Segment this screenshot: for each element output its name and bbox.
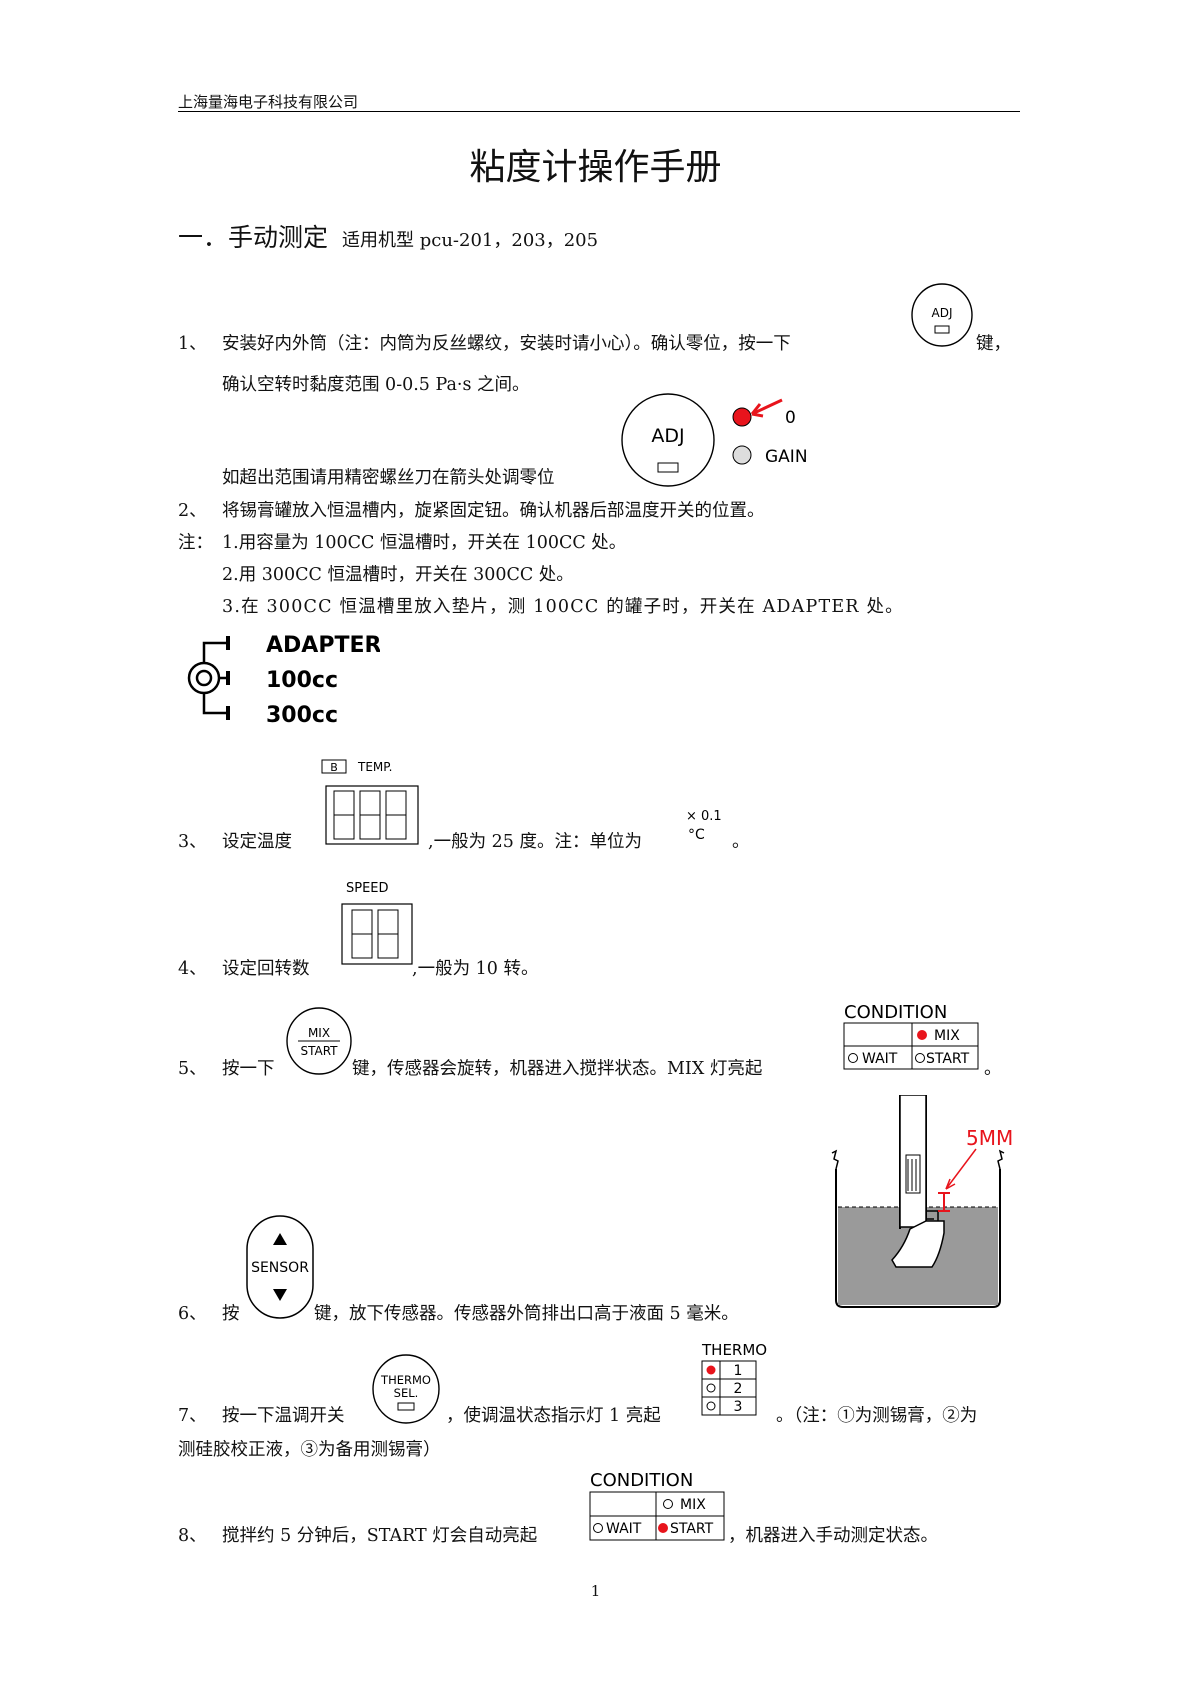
step-1-number: 1、 [178, 334, 207, 354]
unit-celsius: °C [688, 827, 705, 843]
step-5-number: 5、 [178, 1059, 207, 1079]
step-7-text: 按一下温调开关 [222, 1406, 345, 1426]
step-5-text: 按一下 [222, 1059, 275, 1079]
mix-start-key-icon: MIX START [286, 1007, 352, 1075]
step-3-text-b: ,一般为 25 度。注：单位为 [428, 832, 642, 852]
switch-option-100cc: 100cc [266, 668, 338, 693]
sensor-down-icon [273, 1289, 287, 1301]
step-7-number: 7、 [178, 1406, 207, 1426]
step-4-number: 4、 [178, 959, 207, 979]
note-3: 3.在 300CC 恒温槽里放入垫片，测 100CC 的罐子时，开关在 ADAP… [222, 597, 904, 617]
thermo-lamp-3-icon [706, 1401, 716, 1411]
thermo-sel-key-icon: THERMO SEL. [372, 1354, 440, 1424]
speed-display-icon: SPEED [341, 881, 413, 965]
section-title: 一．手动测定 [178, 223, 329, 252]
step-3-text-c: 。 [732, 832, 750, 852]
step-8-text-b: ，机器进入手动测定状态。 [728, 1526, 938, 1546]
step-7-text-c: 。（注：①为测锡膏，②为 [776, 1406, 978, 1426]
sensor-beaker-diagram: 5MM [831, 1095, 1013, 1308]
switch-option-300cc: 300cc [266, 703, 338, 728]
condition-mix-2: MIX [680, 1497, 706, 1513]
unit-icon: × 0.1 °C [686, 809, 722, 843]
step-5-text-b: 键，传感器会旋转，机器进入搅拌状态。MIX 灯亮起 [352, 1059, 763, 1079]
section-heading: 一．手动测定适用机型 pcu-201，203，205 [178, 218, 598, 254]
unit-multiplier: × 0.1 [686, 809, 722, 824]
step-7-text-b: ，使调温状态指示灯 1 亮起 [446, 1406, 661, 1426]
condition-title-2: CONDITION [590, 1470, 693, 1491]
note-2: 2.用 300CC 恒温槽时，开关在 300CC 处。 [222, 565, 574, 585]
step-1-range: 确认空转时黏度范围 0-0.5 Pa·s 之间。 [222, 375, 530, 395]
step-4-text-b: ,一般为 10 转。 [412, 959, 539, 979]
adj-zero-gain-diagram: ADJ 0 GAIN [621, 393, 808, 487]
zero-indicator-icon [732, 407, 752, 427]
condition-wait-2: WAIT [606, 1521, 642, 1537]
sensor-label: SENSOR [251, 1260, 309, 1276]
step-6-number: 6、 [178, 1304, 207, 1324]
speed-label: SPEED [346, 881, 389, 896]
page-title: 粘度计操作手册 [469, 147, 722, 188]
mix-key-label: MIX [308, 1026, 330, 1040]
sensor-up-icon [273, 1233, 287, 1245]
condition-mix: MIX [934, 1028, 960, 1044]
thermo-lamp-2-icon [706, 1383, 716, 1393]
zero-label: 0 [785, 408, 796, 428]
step-8-number: 8、 [178, 1526, 207, 1546]
condition-wait: WAIT [862, 1051, 898, 1067]
step-4-text: 设定回转数 [222, 959, 310, 979]
temp-switch-diagram: ADAPTER 100cc 300cc [187, 633, 380, 728]
step-5-text-c: 。 [984, 1059, 1002, 1079]
thermo-panel: THERMO 1 2 3 [701, 1341, 767, 1416]
mix-lamp-on-icon [917, 1030, 927, 1040]
mix-lamp-off-icon [663, 1499, 673, 1509]
step-7-line2: 测硅胶校正液，③为备用测锡膏） [178, 1440, 441, 1460]
thermo-row-2: 2 [734, 1381, 743, 1397]
adj-key-label: ADJ [932, 306, 953, 320]
page-number: 1 [590, 1582, 601, 1600]
step-1-text-b: 键， [976, 334, 1011, 354]
adj-key-icon: ADJ [911, 283, 973, 347]
five-mm-label: 5MM [966, 1126, 1013, 1150]
company-header: 上海量海电子科技有限公司 [178, 93, 359, 111]
wait-lamp-icon [848, 1053, 858, 1063]
temp-badge: B [330, 761, 338, 774]
condition-start: START [926, 1051, 970, 1067]
step-6-text-b: 键，放下传感器。传感器外筒排出口高于液面 5 毫米。 [314, 1304, 739, 1324]
temp-display-icon: B TEMP. [321, 759, 419, 845]
start-lamp-icon [915, 1053, 925, 1063]
header-rule [178, 111, 1020, 112]
start-key-label: START [300, 1044, 338, 1058]
section-models: 适用机型 pcu-201，203，205 [342, 230, 599, 251]
sensor-key-icon: SENSOR [246, 1215, 314, 1319]
condition-start-2: START [670, 1521, 714, 1537]
wait-lamp-2-icon [593, 1523, 603, 1533]
gain-indicator-icon [732, 445, 752, 465]
temp-label: TEMP. [357, 760, 392, 774]
step-3-number: 3、 [178, 832, 207, 852]
step-1-text: 安装好内外筒（注：内筒为反丝螺纹，安装时请小心）。确认零位，按一下 [222, 334, 791, 354]
condition-panel-start: CONDITION MIX WAIT START [589, 1470, 725, 1541]
thermo-row-3: 3 [734, 1399, 743, 1415]
sel-key-label: SEL. [394, 1386, 419, 1400]
adj-panel-label: ADJ [651, 425, 684, 447]
thermo-row-1: 1 [734, 1363, 743, 1379]
condition-title: CONDITION [844, 1002, 947, 1023]
step-2-text: 将锡膏罐放入恒温槽内，旋紧固定钮。确认机器后部温度开关的位置。 [222, 501, 765, 521]
step-6-text: 按 [222, 1304, 240, 1324]
step-1-adjust: 如超出范围请用精密螺丝刀在箭头处调零位 [222, 468, 555, 488]
step-3-text: 设定温度 [222, 832, 292, 852]
start-lamp-on-icon [658, 1523, 668, 1533]
condition-panel-mix: CONDITION MIX WAIT START [843, 1002, 979, 1070]
red-arrow-icon [751, 398, 783, 416]
thermo-key-label: THERMO [380, 1373, 431, 1387]
note-1: 1.用容量为 100CC 恒温槽时，开关在 100CC 处。 [222, 533, 627, 553]
notes-label: 注： [178, 533, 213, 553]
thermo-lamp-1-on-icon [706, 1365, 716, 1375]
step-2-number: 2、 [178, 501, 207, 521]
step-8-text: 搅拌约 5 分钟后，START 灯会自动亮起 [222, 1526, 538, 1546]
switch-option-adapter: ADAPTER [266, 633, 380, 658]
gain-label: GAIN [765, 447, 808, 467]
thermo-panel-title: THERMO [701, 1341, 767, 1359]
